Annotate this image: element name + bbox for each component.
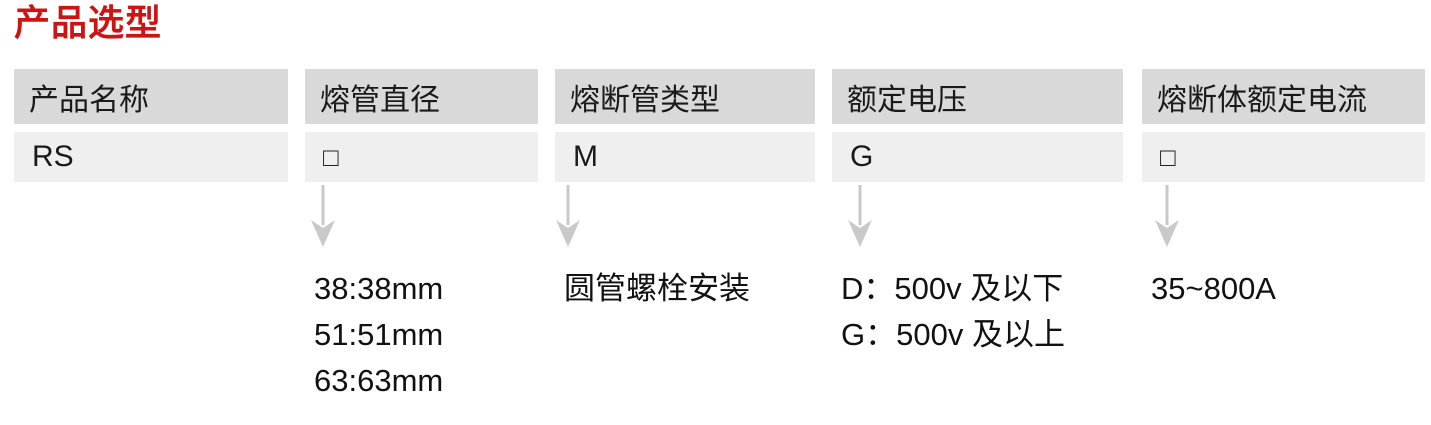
column-code-value: M: [573, 140, 598, 173]
down-arrow-icon: [556, 185, 580, 247]
column-code-value: G: [850, 140, 874, 173]
column-header-label: 熔断体额定电流: [1157, 83, 1367, 117]
down-arrow-icon: [848, 185, 872, 247]
column-tube-type: 熔断管类型 M 圆管螺栓安装: [555, 69, 815, 312]
column-header: 熔断管类型: [555, 69, 815, 124]
column-header: 产品名称: [14, 69, 288, 124]
option-item: 51:51mm: [314, 317, 444, 352]
column-code-value: □: [323, 141, 339, 172]
down-arrow-icon: [1155, 185, 1179, 247]
column-header-label: 熔断管类型: [570, 83, 720, 117]
column-code-cell: RS: [14, 132, 288, 182]
option-list: 圆管螺栓安装: [555, 266, 815, 312]
option-item: 35~800A: [1151, 271, 1276, 306]
option-item: D：500v 及以下: [841, 271, 1064, 306]
column-tube-diameter: 熔管直径 □ 38:38mm 51:51mm 63:63mm: [305, 69, 538, 404]
column-product-name: 产品名称 RS: [14, 69, 288, 182]
option-list: 38:38mm 51:51mm 63:63mm: [305, 266, 538, 404]
column-rated-voltage: 额定电压 G D：500v 及以下 G：500v 及以上: [832, 69, 1123, 358]
option-item: G：500v 及以上: [841, 317, 1065, 352]
column-rated-current: 熔断体额定电流 □ 35~800A: [1142, 69, 1425, 312]
option-list: D：500v 及以下 G：500v 及以上: [832, 266, 1123, 358]
column-code-value: RS: [32, 140, 74, 173]
column-header: 熔管直径: [305, 69, 538, 124]
column-code-cell: G: [832, 132, 1123, 182]
column-header: 熔断体额定电流: [1142, 69, 1425, 124]
column-code-cell: □: [1142, 132, 1425, 182]
column-header-label: 熔管直径: [320, 83, 440, 117]
down-arrow-icon: [311, 185, 335, 247]
column-header-label: 产品名称: [29, 83, 149, 117]
column-code-cell: M: [555, 132, 815, 182]
option-item: 圆管螺栓安装: [564, 271, 750, 306]
column-header-label: 额定电压: [847, 83, 967, 117]
option-list: 35~800A: [1142, 266, 1425, 312]
column-code-value: □: [1160, 141, 1176, 172]
page-title: 产品选型: [14, 2, 163, 43]
column-code-cell: □: [305, 132, 538, 182]
option-item: 38:38mm: [314, 271, 444, 306]
option-item: 63:63mm: [314, 363, 444, 398]
column-header: 额定电压: [832, 69, 1123, 124]
product-code-table: 产品名称 RS 熔管直径 □ 38:38mm 51:51mm 63:63mm: [14, 69, 1425, 404]
